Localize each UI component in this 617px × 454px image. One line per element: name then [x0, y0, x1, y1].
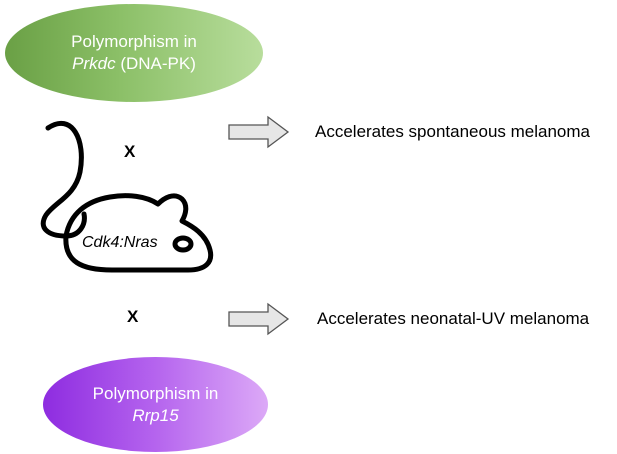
prkdc-gene-label: Prkdc [72, 54, 116, 73]
bottom-node-line1: Polymorphism in [92, 383, 219, 403]
mouse-tail [40, 120, 87, 239]
mouse-body [63, 193, 214, 273]
prkdc-polymorphism-node: Polymorphism in Prkdc (DNA-PK) [5, 4, 263, 102]
bottom-arrow [228, 302, 290, 336]
cross-symbol-top: X [124, 142, 136, 161]
top-arrow [228, 115, 290, 149]
mouse-eye [172, 235, 194, 253]
rrp15-polymorphism-node: Polymorphism in Rrp15 [43, 357, 268, 452]
mouse-icon [40, 120, 214, 273]
cross-symbol-bottom: X [127, 307, 139, 326]
spontaneous-melanoma-outcome: Accelerates spontaneous melanoma [315, 122, 590, 141]
dna-pk-label: (DNA-PK) [115, 54, 196, 73]
rrp15-gene-label: Rrp15 [132, 405, 179, 425]
cdk4-nras-mouse-label: Cdk4:Nras [82, 234, 158, 251]
neonatal-uv-melanoma-outcome: Accelerates neonatal-UV melanoma [317, 309, 590, 328]
top-node-line2: Prkdc (DNA-PK) [72, 53, 196, 75]
top-node-line1: Polymorphism in [71, 32, 197, 51]
